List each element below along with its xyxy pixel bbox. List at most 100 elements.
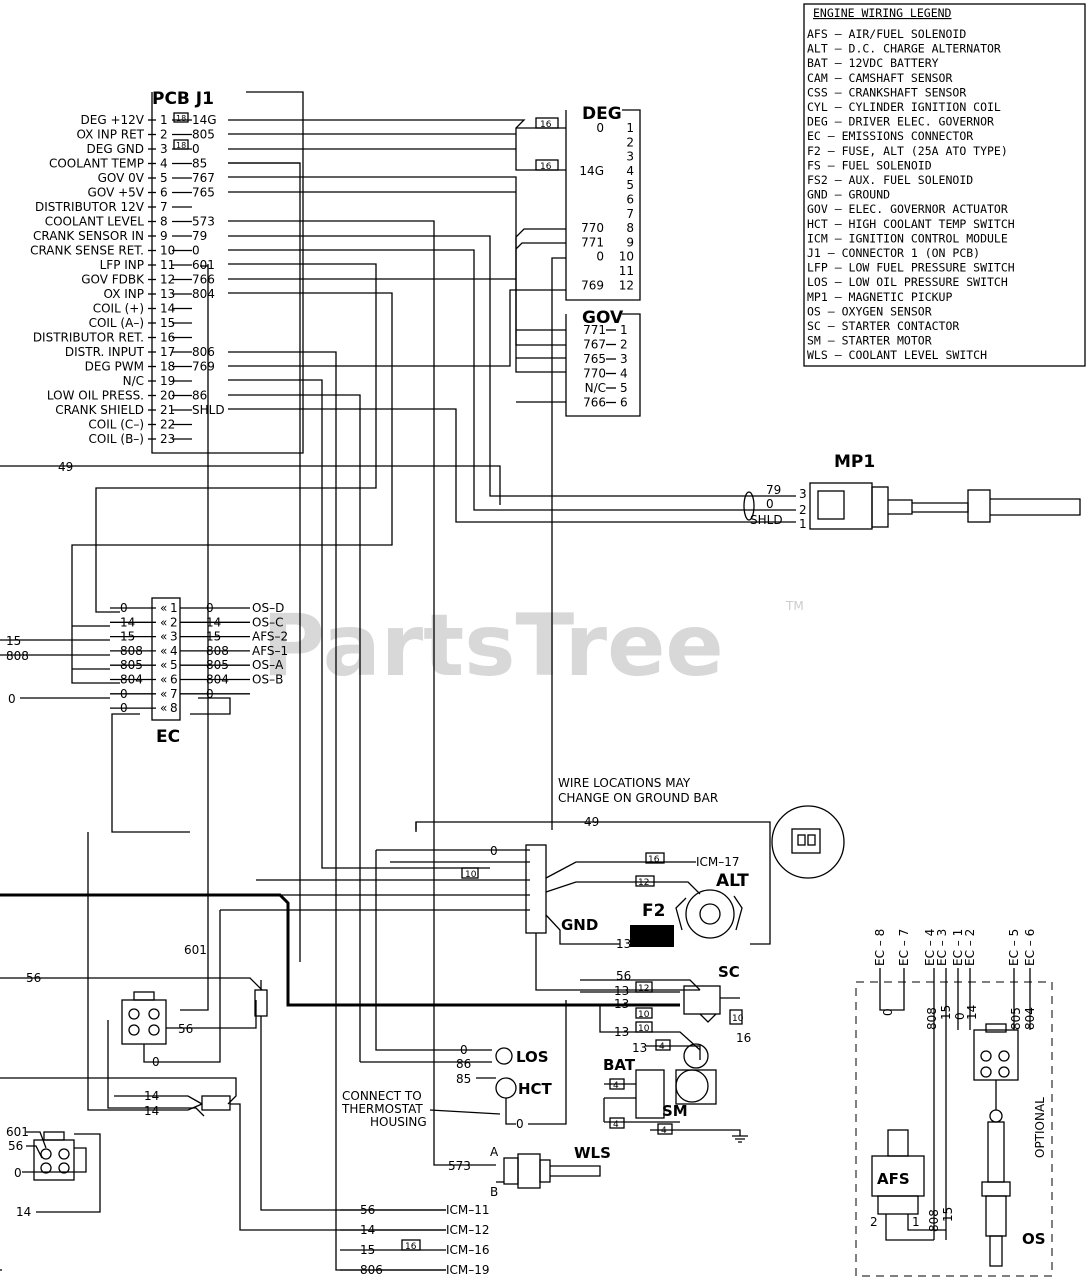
- afs-w808: 808: [927, 1209, 941, 1232]
- f2-fuse: F2 13: [616, 901, 674, 951]
- lfp-left-components: 601 56 0 56 14 14 601 56 0 14: [0, 264, 446, 1231]
- pcb-tag-box-2: [173, 139, 189, 150]
- pcb-title: PCB J1: [152, 89, 214, 109]
- pcb-pin-label: OX INP RET: [76, 128, 144, 142]
- gov-pin-number: 1: [620, 323, 628, 337]
- sc-title: SC: [718, 963, 740, 981]
- ec-ext15: 15: [6, 634, 21, 648]
- legend-item: ICM – IGNITION CONTROL MODULE: [807, 231, 1008, 245]
- ec-left: 0: [120, 601, 128, 615]
- ec-left: 0: [120, 701, 128, 715]
- optional-ec-tag: EC – 3: [935, 929, 949, 966]
- deg-pin-number: 7: [626, 207, 634, 221]
- legend-item: FS2 – AUX. FUEL SOLENOID: [807, 173, 973, 187]
- legend: ENGINE WIRING LEGEND AFS – AIR/FUEL SOLE…: [803, 3, 1086, 367]
- bat-tag4d: 4: [661, 1126, 667, 1136]
- pcb-pin-number: 2: [160, 128, 168, 142]
- ec-dest: AFS–1: [252, 644, 288, 658]
- pcb-outline: [151, 91, 304, 454]
- legend-item: FS – FUEL SOLENOID: [807, 158, 932, 172]
- pcb-pin-number: 9: [160, 229, 168, 243]
- hct-title: HCT: [518, 1080, 553, 1098]
- gov-pin-number: 3: [620, 352, 628, 366]
- ec-left: 808: [120, 644, 143, 658]
- pcb-pin-number: 13: [160, 287, 175, 301]
- ec-pin-arrow: «: [160, 615, 167, 629]
- deg-pin-wire: 14G: [579, 164, 604, 178]
- gov-pin-wire: N/C: [585, 381, 606, 395]
- optional-ec-tag: EC – 8: [873, 929, 887, 966]
- pcb-pin-label: COIL (C–): [88, 418, 144, 432]
- ec-pin-arrow: «: [160, 673, 167, 687]
- ec-right: 805: [206, 658, 229, 672]
- pcb-pin-wire: 805: [192, 128, 215, 142]
- pcb-pin-wire: 766: [192, 273, 215, 287]
- deg-pin-wire: 0: [596, 250, 604, 264]
- legend-item: SM – STARTER MOTOR: [807, 334, 932, 348]
- optional-wire: 14: [965, 1005, 979, 1020]
- gov-pin-wire: 765: [583, 352, 606, 366]
- ec-pin: 7: [170, 687, 178, 701]
- pcb-tag-box: [173, 112, 189, 123]
- left-w0: 0: [14, 1166, 22, 1180]
- sc-tag12: 12: [638, 984, 649, 994]
- ec-pin: 4: [170, 644, 178, 658]
- pcb-pin-number: 15: [160, 316, 175, 330]
- pcb-pin-label: DEG +12V: [81, 113, 145, 127]
- left-w14b: 14: [144, 1104, 159, 1118]
- wls-title: WLS: [574, 1144, 611, 1162]
- wire49: 49: [58, 460, 73, 474]
- pcb-pin-label: DEG GND: [87, 142, 144, 156]
- watermark-tm: TM: [785, 599, 804, 613]
- bat-title: BAT: [603, 1056, 636, 1074]
- pcb-deg-gov-wiring: [228, 119, 566, 830]
- pcb-pin-label: LOW OIL PRESS.: [47, 389, 144, 403]
- heavy-wire: [0, 893, 680, 1007]
- left-w601: 601: [6, 1125, 29, 1139]
- gnd-title: GND: [561, 916, 598, 934]
- gov-pin-number: 6: [620, 396, 628, 410]
- ec-dest: AFS–2: [252, 630, 288, 644]
- hct-w85: 85: [456, 1072, 471, 1086]
- pcb-pin-wire: 86: [192, 389, 207, 403]
- lfp-w56: 56: [178, 1022, 193, 1036]
- ground-bar: WIRE LOCATIONS MAY CHANGE ON GROUND BAR …: [0, 776, 771, 991]
- bat-tag4c: 4: [613, 1120, 619, 1130]
- deg-tag2: 16: [540, 162, 552, 172]
- gov-pin-wire: 767: [583, 338, 606, 352]
- pcb-pin-label: COIL (A–): [89, 316, 144, 330]
- optional-ec-tag: EC – 6: [1023, 929, 1037, 966]
- pcb-pin-wire: 79: [192, 229, 207, 243]
- legend-item: ALT – D.C. CHARGE ALTERNATOR: [807, 42, 1001, 56]
- deg-pin-number: 1: [626, 121, 634, 135]
- left-w56: 56: [26, 971, 41, 985]
- bat-tag4b: 4: [613, 1081, 619, 1091]
- legend-title: ENGINE WIRING LEGEND: [813, 6, 952, 20]
- deg-title: DEG: [582, 104, 622, 124]
- ec-dest: OS–C: [252, 615, 283, 629]
- lfp-w601: 601: [184, 943, 207, 957]
- sm-title: SM: [662, 1102, 688, 1120]
- legend-item: OS – OXYGEN SENSOR: [807, 304, 932, 318]
- wls-switch: WLS 573 A B: [448, 1144, 611, 1199]
- pcb-tag18b: 18: [176, 141, 186, 150]
- icm-tag-box: [401, 1239, 421, 1251]
- ec-left: 15: [120, 630, 135, 644]
- mp1-w3: SHLD: [750, 513, 783, 527]
- pcb-pin-label: DISTRIBUTOR RET.: [33, 331, 144, 345]
- optional-ec-tag: EC – 5: [1007, 929, 1021, 966]
- pcb-pin-number: 11: [160, 258, 175, 272]
- icm-wire-label: 15: [360, 1243, 375, 1257]
- wls-b: B: [490, 1185, 498, 1199]
- pcb-pin-label: CRANK SENSE RET.: [30, 244, 144, 258]
- pcb-pin-label: CRANK SENSOR IN: [33, 229, 144, 243]
- legend-box: [803, 3, 1086, 367]
- note-thermo-2: THERMOSTAT: [341, 1102, 423, 1116]
- pcb-pin-number: 20: [160, 389, 175, 403]
- los-w0: 0: [460, 1043, 468, 1057]
